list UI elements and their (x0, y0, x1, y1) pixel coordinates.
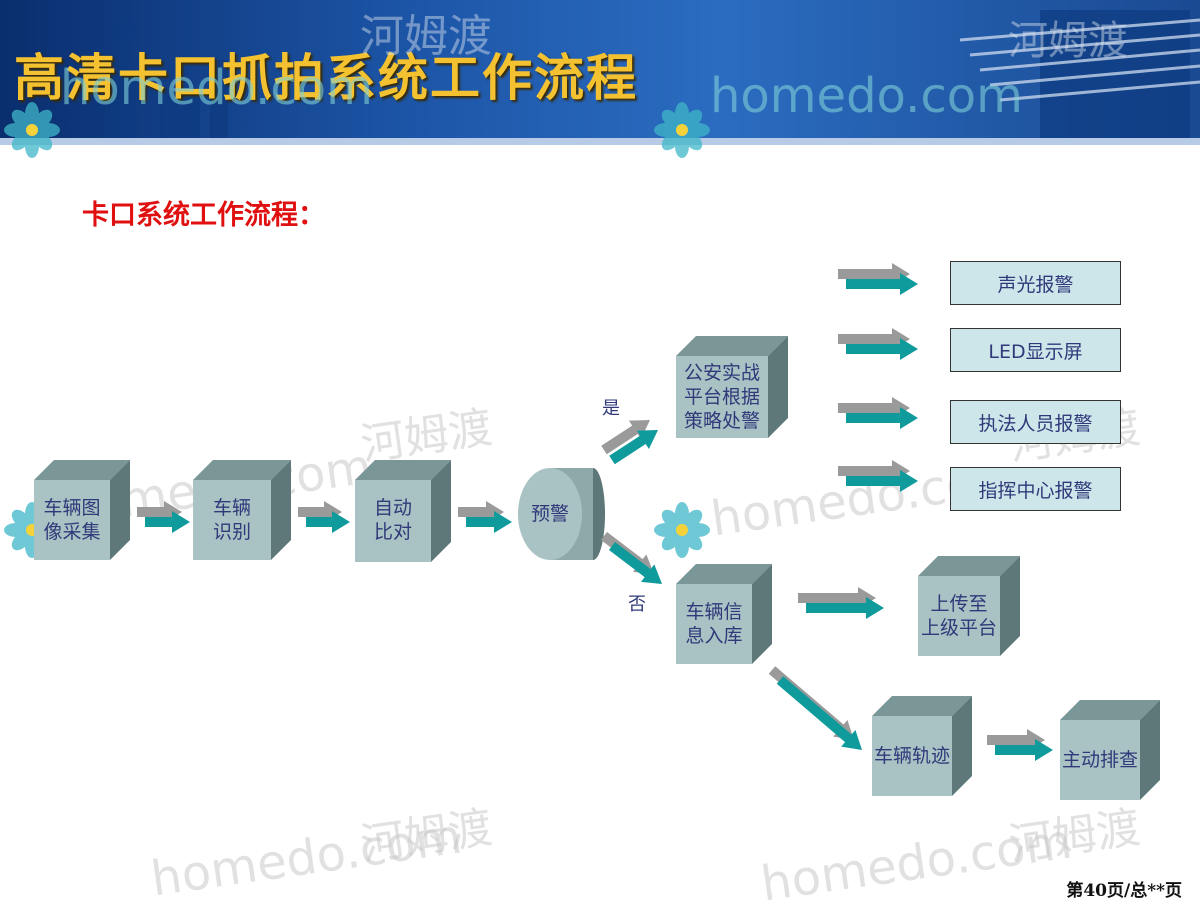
section-subtitle: 卡口系统工作流程： (82, 200, 325, 231)
alert-officer: 执法人员报警 (950, 400, 1121, 444)
node-investigate: 主动排查 (1061, 749, 1138, 771)
node-compare: 自动比对 (373, 497, 412, 543)
node-track: 车辆轨迹 (873, 745, 950, 767)
arrow-to-led (838, 328, 918, 360)
arrow-capture-to-recognize (137, 501, 190, 533)
box-upload (918, 556, 1020, 656)
node-police: 公安实战平台根据策略处警 (683, 362, 760, 432)
arrow-store-to-upload (798, 587, 884, 619)
arrow-alarm-to-store (600, 532, 662, 584)
watermark-flower-icon (654, 102, 710, 158)
node-capture: 车辆图像采集 (43, 497, 101, 543)
arrow-track-to-investigate (987, 729, 1053, 761)
box-investigate (1060, 700, 1160, 800)
box-police (676, 336, 788, 438)
node-alarm: 预警 (530, 503, 569, 525)
box-recognize (193, 460, 291, 560)
box-capture (34, 460, 130, 560)
alert-command: 指挥中心报警 (950, 467, 1121, 511)
alarm-cylinder (518, 468, 605, 560)
alert-sound-light: 声光报警 (950, 261, 1121, 305)
arrow-recognize-to-compare (298, 501, 350, 533)
page-title: 高清卡口抓拍系统工作流程 (14, 49, 638, 107)
banner-divider (0, 138, 1200, 145)
header-banner (0, 0, 1200, 145)
page-number: 第40页/总**页 (1066, 881, 1182, 901)
arrow-to-officer (838, 397, 918, 429)
arrow-alarm-to-police (601, 420, 658, 465)
alert-led: LED显示屏 (950, 328, 1121, 372)
arrow-to-command (838, 460, 918, 492)
node-upload: 上传至上级平台 (920, 593, 997, 639)
arrow-compare-to-alarm (458, 501, 512, 533)
node-recognize: 车辆识别 (212, 497, 251, 543)
box-compare (355, 460, 451, 562)
banner-decoration (110, 10, 1200, 145)
arrow-store-to-track (768, 666, 862, 750)
watermark-flower-icon (654, 502, 710, 558)
box-track (872, 696, 972, 796)
arrow-to-sound-light (838, 263, 918, 295)
condition-no: 否 (628, 594, 646, 615)
watermark-flower-icon (4, 102, 60, 158)
box-store (676, 564, 772, 664)
node-store: 车辆信息入库 (685, 601, 743, 647)
condition-yes: 是 (602, 398, 620, 419)
